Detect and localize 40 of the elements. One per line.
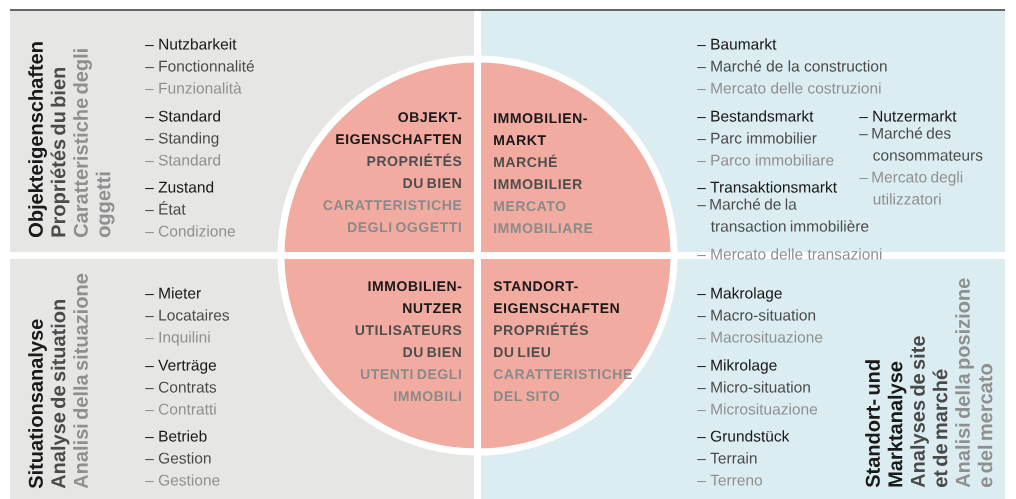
list-item: – Nutzermarkt: [859, 110, 957, 122]
list-item: – Standard: [145, 110, 220, 122]
list-item: – Marché des consommateurs: [859, 127, 983, 161]
list-item: – Mercato delle transazioni: [697, 248, 882, 260]
list-item: – Contrats: [145, 381, 217, 393]
list-item: – Microsituazione: [697, 403, 818, 415]
list-item: – Mikrolage: [697, 359, 777, 374]
list-item: – Micro-situation: [697, 381, 810, 393]
list-item: – Marché de la construction: [697, 60, 887, 72]
heading: Objekteigenschaften Propriétés du bien Caratteristiche degli oggetti: [28, 42, 115, 237]
list-item: – Verträge: [145, 359, 217, 374]
list-item: – Gestion: [145, 452, 211, 464]
list-item: – Betrieb: [145, 430, 207, 442]
list-item: – Standard: [145, 154, 220, 166]
list-item: – Grundstück: [697, 430, 790, 442]
heading: Situationsanalyse Analyse de situation Analisi della situazione: [28, 273, 88, 489]
list-item: – Mercato delle costruzioni: [697, 82, 881, 94]
list-item: – Mieter: [145, 287, 201, 299]
list-item: – Condizione: [145, 225, 235, 237]
list-item: – Baumarkt: [697, 38, 777, 50]
list-item: – Gestione: [145, 474, 220, 486]
list-item: – Bestandsmarkt: [697, 110, 814, 122]
list-item: – Locataires: [145, 309, 230, 321]
list-item: – Parco immobiliare: [697, 154, 834, 166]
list-item: – Standing: [145, 132, 219, 147]
list-item: – Funzionalità: [145, 82, 242, 94]
list-item: – État: [145, 201, 186, 215]
heading: Standort- und Marktanalyse Analyses de site et de marché Analisi della posizione e del mercato: [865, 278, 993, 488]
list-item: – Macrosituazione: [697, 331, 823, 343]
list-item: – Fonctionnalité: [145, 60, 254, 72]
list-item: – Makrolage: [697, 287, 782, 302]
list-item: – Inquilini: [145, 331, 210, 346]
list-item: – Contratti: [145, 403, 216, 415]
list-item: – Terrain: [697, 452, 757, 464]
list-item: – Transaktionsmarkt: [697, 181, 837, 193]
list-item: – Macro-situation: [697, 309, 816, 321]
list-item: – Nutzbarkeit: [145, 38, 237, 50]
list-item: – Parc immobilier: [697, 132, 817, 144]
list-item: – Zustand: [145, 181, 214, 193]
list-item: – Terreno: [697, 474, 763, 486]
